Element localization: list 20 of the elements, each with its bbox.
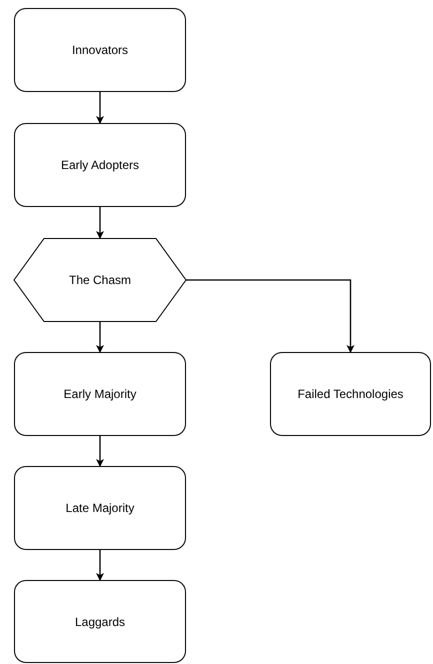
arrow	[186, 279, 354, 353]
arrow	[96, 322, 104, 353]
decision-hexagon	[14, 238, 186, 322]
arrow	[96, 550, 104, 581]
node-label: Late Majority	[66, 501, 134, 515]
node-label: Laggards	[74, 614, 126, 628]
process-box	[14, 466, 186, 550]
node-label: Early Adopters	[60, 158, 140, 172]
process-box	[14, 352, 186, 436]
process-box	[14, 123, 186, 207]
arrow	[96, 92, 104, 124]
arrow	[96, 436, 104, 467]
process-box	[14, 8, 186, 92]
node-label: Innovators	[72, 43, 128, 57]
node-label: Early Majority	[64, 387, 136, 401]
node-label: Failed Technologies	[298, 387, 404, 401]
process-box	[270, 352, 431, 436]
process-box	[14, 580, 186, 663]
arrow	[96, 207, 104, 239]
node-label: The Chasm	[68, 273, 132, 287]
